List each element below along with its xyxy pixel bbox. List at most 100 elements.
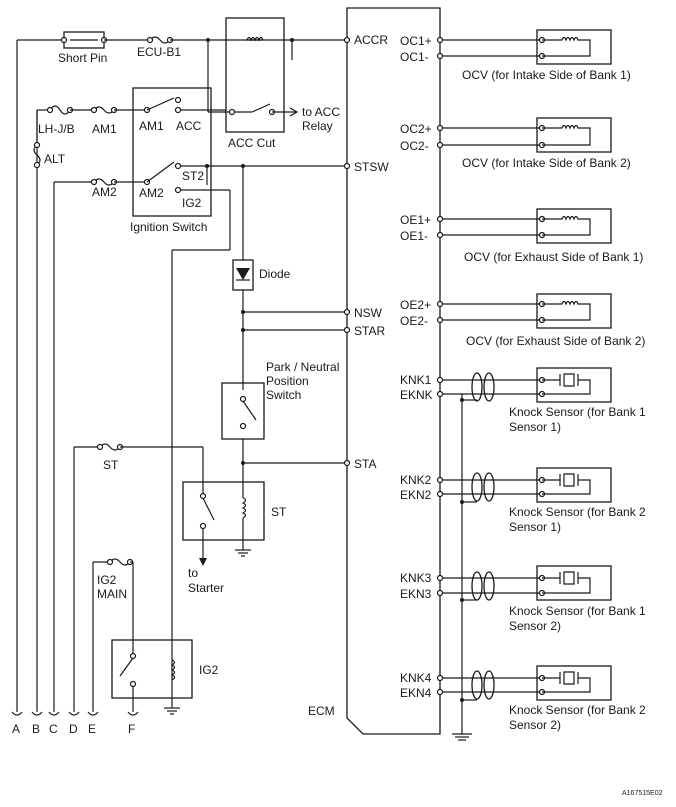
st-relay-label: ST <box>271 505 287 519</box>
am2-fuse-icon <box>93 178 115 186</box>
st-fuse-icon <box>99 443 121 451</box>
am2-fuse-label: AM2 <box>92 185 117 199</box>
lh-jb-fuse-icon <box>49 105 71 115</box>
am2-switch-icon <box>146 161 175 183</box>
ign-am2-label: AM2 <box>139 186 164 200</box>
knock-sensor-1: KNK1 EKNK Knock Sensor (for Bank 1 Senso… <box>400 367 646 434</box>
knock-1-pin-gnd: EKNK <box>400 388 433 402</box>
pn-switch-icon <box>242 400 257 421</box>
knock-2-label-2: Sensor 1) <box>509 520 561 534</box>
knock-4-pin-sig: KNK4 <box>400 671 432 685</box>
st-relay-coil-icon <box>241 497 247 519</box>
ign-ig2-label: IG2 <box>182 196 202 210</box>
ocv-2: OC2+ OC2- OCV (for Intake Side of Bank 2… <box>400 117 631 170</box>
ecm-pin-nsw: NSW <box>354 306 383 320</box>
ecu-b1-label: ECU-B1 <box>137 45 181 59</box>
figure-code: A167515E02 <box>622 790 663 797</box>
knock-2-pin-sig: KNK2 <box>400 473 432 487</box>
knock-4-sensor-icon <box>542 671 591 693</box>
ocv-3-coil-icon <box>542 215 591 236</box>
acc-cut-switch-icon <box>251 103 271 113</box>
knock-2-pin-gnd: EKN2 <box>400 488 432 502</box>
knock-4-shield-icon <box>471 670 483 700</box>
knock-4-label-1: Knock Sensor (for Bank 2 <box>509 703 646 717</box>
to-acc-label: to ACC <box>302 105 340 119</box>
ocv-1: OC1+ OC1- OCV (for Intake Side of Bank 1… <box>400 29 631 82</box>
pn-label-2: Position <box>266 374 309 388</box>
connector-b: B <box>32 722 40 736</box>
st-fuse-label: ST <box>103 458 119 472</box>
ocv-2-label: OCV (for Intake Side of Bank 2) <box>462 156 631 170</box>
knock-3-sensor-icon <box>542 571 591 594</box>
ig2-relay-label: IG2 <box>199 663 219 677</box>
alt-fuse-icon <box>33 144 41 166</box>
ocv-1-label: OCV (for Intake Side of Bank 1) <box>462 68 631 82</box>
ecm-pin-stsw: STSW <box>354 160 389 174</box>
acc-cut-label: ACC Cut <box>228 136 276 150</box>
pn-label-3: Switch <box>266 388 301 402</box>
ocv-4: OE2+ OE2- OCV (for Exhaust Side of Bank … <box>400 293 645 348</box>
knock-2-shield-icon <box>471 472 483 502</box>
pn-label-1: Park / Neutral <box>266 360 339 374</box>
ecm-label: ECM <box>308 704 335 718</box>
park-neutral-switch: Park / Neutral Position Switch STA <box>221 360 376 482</box>
diode-circuit: Diode NSW STAR <box>232 166 385 390</box>
ocv-4-label: OCV (for Exhaust Side of Bank 2) <box>466 334 645 348</box>
ignition-switch-label: Ignition Switch <box>130 220 207 234</box>
acc-cut-relay: to ACC Relay ACC Cut <box>207 17 340 150</box>
ecm-pin-star: STAR <box>354 324 385 338</box>
ecu-b1-fuse-icon <box>149 36 171 44</box>
knock-2-label-1: Knock Sensor (for Bank 2 <box>509 505 646 519</box>
knock-3-pin-sig: KNK3 <box>400 571 432 585</box>
ecm-pin-sta: STA <box>354 457 376 471</box>
to-acc-relay-label: Relay <box>302 119 333 133</box>
ig2-relay-coil-icon <box>170 659 176 681</box>
ocv-1-pin-pos: OC1+ <box>400 34 432 48</box>
stsw-circuit: STSW <box>180 160 389 185</box>
ig2-relay-switch-icon <box>119 657 134 677</box>
ocv-2-pin-neg: OC2- <box>400 139 429 153</box>
knock-1-label-2: Sensor 1) <box>509 420 561 434</box>
knock-1-sensor-icon <box>542 373 591 395</box>
left-bus-lines <box>16 40 94 712</box>
connector-a: A <box>12 722 20 736</box>
connector-f: F <box>128 722 135 736</box>
ocv-2-coil-icon <box>542 124 591 146</box>
knock-3-label-1: Knock Sensor (for Bank 1 <box>509 604 646 618</box>
knock-1-pin-sig: KNK1 <box>400 373 432 387</box>
ocv-1-pin-neg: OC1- <box>400 50 429 64</box>
ocv-4-pin-pos: OE2+ <box>400 298 431 312</box>
knock-3-pin-gnd: EKN3 <box>400 587 432 601</box>
ocv-3-pin-pos: OE1+ <box>400 213 431 227</box>
am1-switch-icon <box>146 97 175 111</box>
knock-group: KNK1 EKNK Knock Sensor (for Bank 1 Senso… <box>400 367 646 741</box>
knock-sensor-2: KNK2 EKN2 Knock Sensor (for Bank 2 Senso… <box>400 467 646 534</box>
am1-circuit: LH-J/B AM1 ALT <box>33 105 147 169</box>
ign-am1-label: AM1 <box>139 119 164 133</box>
lh-jb-label: LH-J/B <box>38 122 75 136</box>
short-pin-label: Short Pin <box>58 51 107 65</box>
connector-pins: A B C D E F <box>11 711 139 736</box>
ig2-main-label-2: MAIN <box>97 587 127 601</box>
ign-st2-label: ST2 <box>182 169 204 183</box>
knock-1-label-1: Knock Sensor (for Bank 1 <box>509 405 646 419</box>
knock-3-label-2: Sensor 2) <box>509 619 561 633</box>
ignition-switch: AM1 ACC AM2 AM2 ST2 IG2 Ignition Switch <box>54 87 226 234</box>
knock-sensor-4: KNK4 EKN4 Knock Sensor (for Bank 2 Senso… <box>400 665 646 732</box>
connector-e: E <box>88 722 96 736</box>
ocv-2-pin-pos: OC2+ <box>400 122 432 136</box>
ocv-1-coil-icon <box>542 36 591 57</box>
to-acc-arrow-icon <box>289 107 299 117</box>
to-starter-label-1: to <box>188 566 198 580</box>
knock-2-sensor-icon <box>542 473 591 495</box>
am1-fuse-icon <box>93 106 115 114</box>
accr-circuit: Short Pin ECU-B1 ACCR <box>17 31 388 65</box>
st-relay-circuit: ST to Starter ST <box>74 443 287 595</box>
ig2-circuit <box>171 189 231 708</box>
knock-3-shield-icon <box>471 571 483 601</box>
alt-label: ALT <box>44 152 66 166</box>
knock-sensor-3: KNK3 EKN3 Knock Sensor (for Bank 1 Senso… <box>400 565 646 633</box>
st-relay-switch-icon <box>202 497 215 521</box>
knock-4-pin-gnd: EKN4 <box>400 686 432 700</box>
